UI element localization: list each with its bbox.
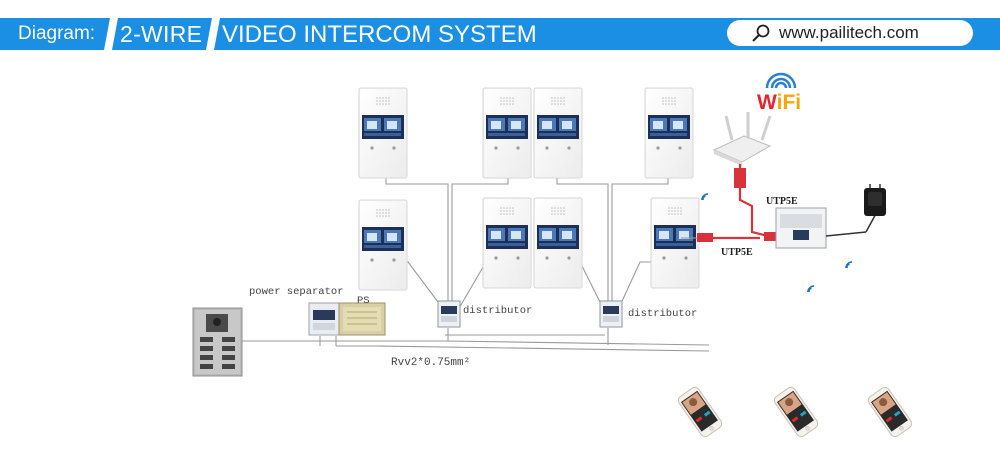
smartphone-icon — [675, 384, 725, 440]
ethernet-connector — [697, 233, 713, 242]
ethernet-connector — [734, 168, 746, 188]
utp-label: UTP5E — [766, 196, 798, 207]
website-url[interactable]: www.pailitech.com — [779, 23, 919, 42]
router-icon — [712, 112, 772, 166]
distributor-left — [437, 300, 461, 328]
power-adapter-icon — [864, 184, 886, 216]
power-supply-unit — [338, 302, 386, 336]
utp-label: UTP5E — [721, 247, 753, 258]
indoor-monitor-icon — [358, 199, 408, 291]
cable-label: Rvv2*0.75mm² — [391, 357, 471, 369]
power-separator-label: power separator — [249, 286, 344, 298]
wifi-module — [775, 207, 879, 249]
distributor-right — [599, 300, 623, 328]
power-separator-module — [308, 302, 340, 336]
indoor-monitor-icon — [533, 87, 583, 179]
ethernet-connector — [764, 232, 778, 241]
header-banner: Diagram: 2-WIRE VIDEO INTERCOM SYSTEM ww… — [0, 18, 1000, 50]
distributor-label: distributor — [628, 308, 698, 320]
indoor-monitors — [358, 87, 700, 291]
smartphone-icon — [865, 384, 915, 440]
door-station-icon — [192, 307, 243, 377]
page-title: VIDEO INTERCOM SYSTEM — [222, 21, 537, 48]
wifi-icon — [701, 193, 709, 201]
indoor-monitor-icon — [533, 197, 583, 289]
wiring-lines — [236, 178, 710, 352]
wifi-logo: WiFi — [757, 91, 802, 114]
distributor-label: distributor — [463, 305, 533, 317]
indoor-monitor-icon — [358, 87, 408, 179]
wifi-icon — [807, 285, 815, 293]
indoor-monitor-icon — [482, 87, 532, 179]
indoor-monitor-icon — [482, 197, 532, 289]
power-supply-label: PS — [357, 295, 370, 307]
banner-label: Diagram: — [18, 23, 96, 44]
system-type: 2-WIRE — [120, 21, 203, 47]
wifi-icon — [765, 72, 797, 89]
indoor-monitor-icon — [650, 197, 700, 289]
smartphone-icon — [771, 384, 821, 440]
search-icon — [752, 24, 770, 42]
wifi-icon — [845, 261, 853, 269]
indoor-monitor-icon — [644, 87, 694, 179]
website-search[interactable]: www.pailitech.com — [727, 20, 973, 46]
